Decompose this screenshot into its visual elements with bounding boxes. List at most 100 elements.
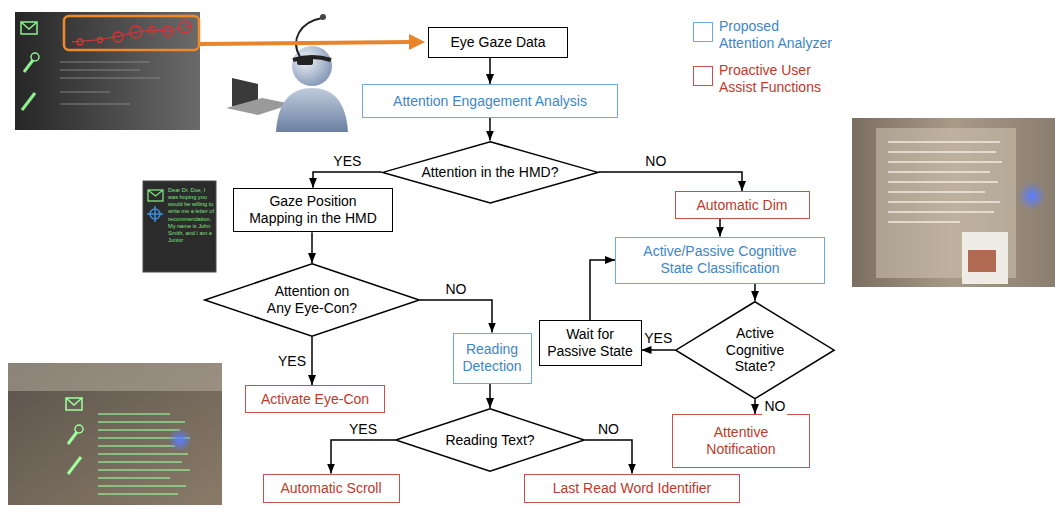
decision-diamond: Active Cognitive State? xyxy=(675,301,835,399)
branch-label: NO xyxy=(444,281,469,298)
mic-icon xyxy=(24,60,33,72)
mail-icon xyxy=(66,398,82,405)
branch-label: YES xyxy=(276,353,308,370)
projection-area xyxy=(876,128,1016,278)
legend-entry: Proactive User Assist Functions xyxy=(693,66,843,96)
legend-swatch xyxy=(693,66,713,86)
data-flow-arrow xyxy=(200,34,425,50)
node-text: Gaze Position Mapping in the HMD xyxy=(241,193,385,227)
decision-diamond: Attention in the HMD? xyxy=(382,141,599,204)
node-text: Active/Passive Cognitive State Classific… xyxy=(633,243,808,277)
mail-icon xyxy=(148,190,163,201)
node-text: Attention in the HMD? xyxy=(422,164,559,181)
process-box: Gaze Position Mapping in the HMD xyxy=(233,188,393,233)
process-box: Automatic Dim xyxy=(675,191,810,219)
inset-ground xyxy=(143,181,216,272)
light-glow xyxy=(1018,182,1046,210)
user-body xyxy=(276,88,348,132)
photo-highlight xyxy=(8,363,222,391)
orange-arrow-head xyxy=(409,34,425,50)
branch-label: YES xyxy=(331,153,363,170)
mic-icon xyxy=(75,425,83,433)
process-box: Reading Detection xyxy=(453,333,532,384)
fixation-circle xyxy=(163,26,173,36)
mail-icon xyxy=(148,190,163,196)
decision-diamond: Attention on Any Eye-Con? xyxy=(204,263,420,337)
flow-arrow xyxy=(331,440,395,474)
decision-diamond: Reading Text? xyxy=(395,408,585,472)
light-glow xyxy=(168,428,192,452)
process-box: Last Read Word Identifier xyxy=(524,474,740,503)
flow-arrow xyxy=(489,384,491,409)
mic-icon xyxy=(68,432,77,444)
mail-icon xyxy=(66,398,82,410)
hmd-text: Dear Dr. Doe, I was hoping you would be … xyxy=(168,187,215,244)
legend-swatch xyxy=(693,22,713,42)
fixation-circles xyxy=(77,21,191,45)
pencil-icon xyxy=(22,93,35,110)
node-text: Reading Detection xyxy=(460,341,524,375)
flow-arrow xyxy=(719,219,721,237)
fixation-circle xyxy=(130,26,142,38)
legend-text: Proactive User Assist Functions xyxy=(719,62,835,96)
mail-icon xyxy=(21,22,37,34)
node-text: Reading Text? xyxy=(445,432,534,449)
eye-camera xyxy=(320,14,326,20)
flow-arrow xyxy=(642,349,676,351)
branch-label: NO xyxy=(596,421,621,438)
fixation-circle xyxy=(149,27,156,34)
orange-arrow-line xyxy=(200,42,411,44)
flow-arrow xyxy=(590,260,615,320)
photo-ground xyxy=(8,363,222,505)
node-text: Automatic Dim xyxy=(696,197,787,214)
fixation-circle xyxy=(77,39,83,45)
mail-icon xyxy=(21,22,37,29)
node-text: Last Read Word Identifier xyxy=(553,480,712,497)
hmd-cable xyxy=(296,18,322,57)
flow-arrow xyxy=(313,172,382,188)
legend-text: Proposed Attention Analyzer xyxy=(719,18,835,52)
fixation-circle xyxy=(113,32,123,42)
screen-photo xyxy=(15,12,200,130)
mic-icon xyxy=(31,53,39,61)
pencil-icon xyxy=(68,457,81,474)
flow-arrow xyxy=(585,440,632,474)
node-text: Activate Eye-Con xyxy=(261,391,369,408)
gaze-path xyxy=(72,26,192,42)
process-box: Automatic Scroll xyxy=(263,474,400,503)
scene-photo-dimmed xyxy=(852,118,1055,287)
blurred-text xyxy=(60,62,160,104)
process-box: Activate Eye-Con xyxy=(245,385,385,413)
node-text: Attentive Notification xyxy=(686,424,796,458)
node-text: Active Cognitive State? xyxy=(724,325,786,375)
flow-arrow xyxy=(754,284,756,301)
highlight-frame xyxy=(64,16,199,50)
branch-label: YES xyxy=(347,421,379,438)
node-text: Attention on Any Eye-Con? xyxy=(265,283,360,317)
process-box: Attentive Notification xyxy=(672,414,810,468)
flow-arrow xyxy=(420,300,492,333)
fixation-circle xyxy=(98,38,103,43)
node-text: Attention Engagement Analysis xyxy=(393,93,587,110)
fixation-circle xyxy=(179,21,191,33)
flow-arrow xyxy=(598,172,742,191)
branch-label: NO xyxy=(762,398,787,415)
diamond-outline xyxy=(396,409,585,472)
flow-arrow xyxy=(489,58,491,85)
flow-arrow xyxy=(489,118,491,141)
process-box: Wait for Passive State xyxy=(539,320,642,366)
blurred-text xyxy=(888,142,1002,222)
flow-arrow xyxy=(754,399,756,414)
node-text: Eye Gaze Data xyxy=(451,34,546,51)
diamond-outline xyxy=(676,302,834,399)
photo-ground xyxy=(15,12,200,130)
paper-sheet xyxy=(962,232,1008,284)
process-box: Active/Passive Cognitive State Classific… xyxy=(615,237,825,284)
blurred-text xyxy=(98,414,190,494)
diamond-outline xyxy=(205,264,420,337)
hmd-view-inset xyxy=(143,181,216,272)
paper-print xyxy=(968,250,996,272)
legend-entry: Proposed Attention Analyzer xyxy=(693,22,843,52)
gaze-crosshair xyxy=(147,206,163,222)
